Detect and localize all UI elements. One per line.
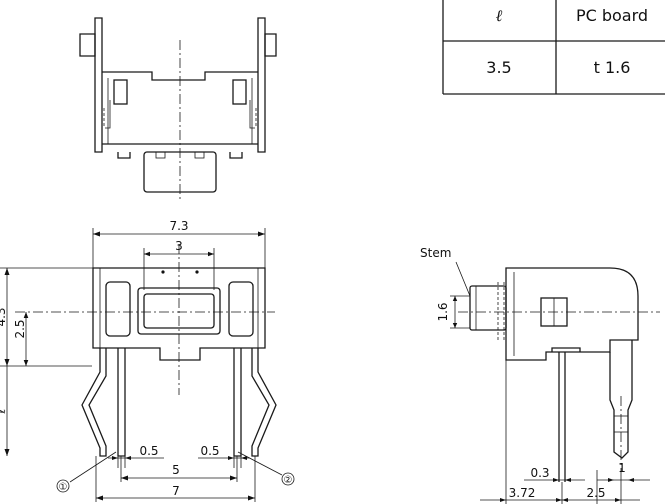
table-cell-pcboard-value: t 1.6	[594, 58, 631, 77]
dim-overall-width: 7.3	[169, 219, 188, 233]
table-cell-l-value: 3.5	[486, 58, 511, 77]
dim-pin-offset: 1	[618, 461, 626, 475]
dim-pin-width-right: 0.5	[200, 444, 219, 458]
stem-label: Stem	[420, 246, 451, 260]
dim-lead-length: ℓ	[0, 408, 8, 414]
top-view	[79, 17, 277, 200]
dim-pin-width-left: 0.5	[139, 444, 158, 458]
dim-side-left: 3.72	[509, 486, 536, 500]
terminal-2-label: ②	[284, 475, 293, 486]
front-view: 7.3 3 4.3	[0, 219, 295, 502]
table-header-pcboard: PC board	[576, 6, 648, 25]
side-view: Stem 1.6 0.3	[420, 246, 660, 504]
dim-side-stem-height: 1.6	[436, 302, 450, 321]
table-header-l: ℓ	[496, 6, 503, 25]
dim-pin-spacing-outer: 7	[172, 484, 180, 498]
dim-height: 4.3	[0, 307, 8, 326]
terminal-1-label: ①	[59, 482, 68, 493]
dim-pin-thickness: 0.3	[530, 466, 549, 480]
dim-pin-spacing-inner: 5	[172, 463, 180, 477]
dim-stem-height: 2.5	[13, 319, 27, 338]
spec-table: ℓ PC board 3.5 t 1.6	[442, 0, 665, 95]
dim-side-right: 2.5	[586, 486, 605, 500]
